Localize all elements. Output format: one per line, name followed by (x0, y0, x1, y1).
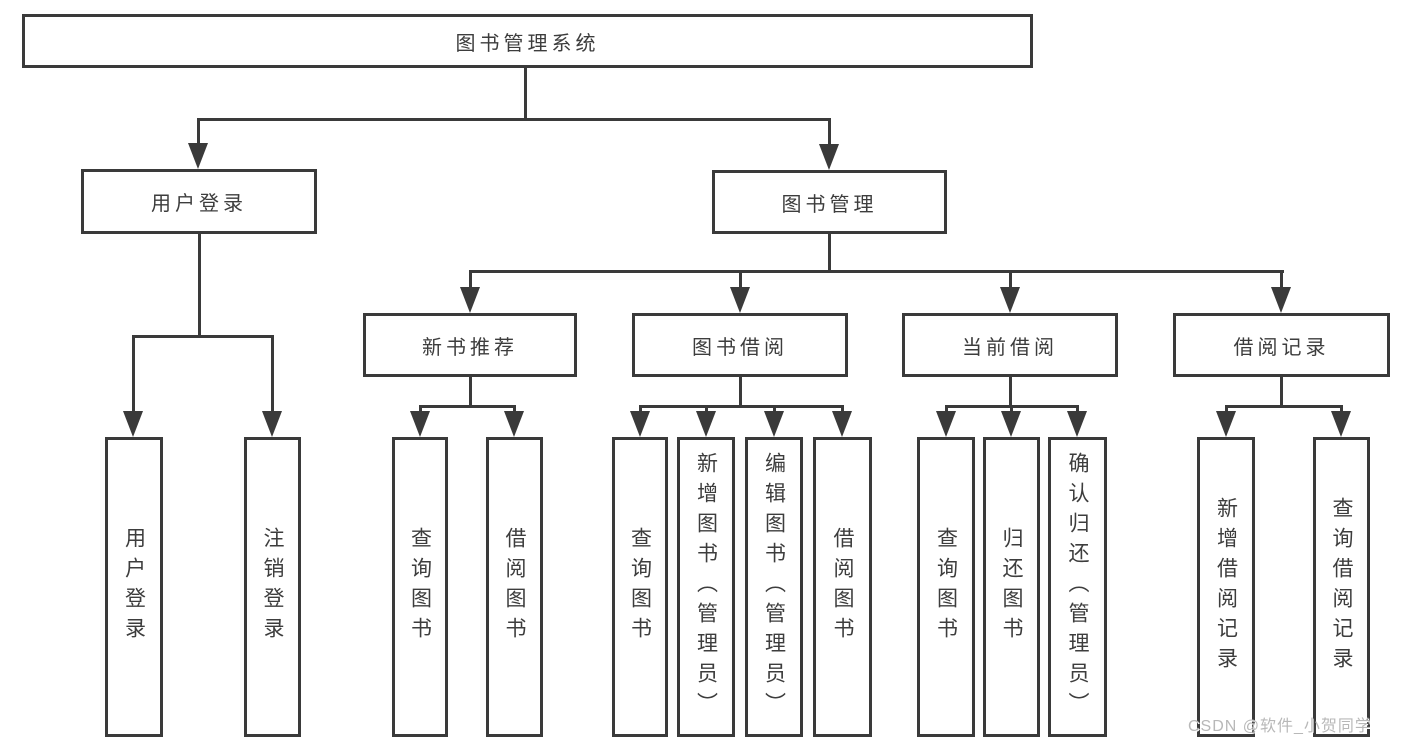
arrowhead-icon (936, 411, 956, 437)
node-borrowing-records-box: 借阅记录 (1173, 313, 1390, 377)
connector-drop (841, 405, 844, 413)
leaf-query-borrow-record-label: 查询借阅记录 (1330, 497, 1353, 677)
leaf-add-borrow-record-box: 新增借阅记录 (1197, 437, 1255, 737)
arrowhead-icon (504, 411, 524, 437)
node-user-login-box: 用户登录 (81, 169, 317, 234)
connector-bookmgmt-rail (469, 270, 1284, 273)
connector-drop (271, 335, 274, 413)
connector-drop (419, 405, 422, 413)
leaf-edit-books-admin-label: 编辑图书（管理员） (762, 452, 786, 722)
connector-drop (828, 118, 831, 147)
node-library-system-label: 图书管理系统 (455, 32, 600, 55)
leaf-borrow-query-books-box: 查询图书 (612, 437, 668, 737)
connector-drop (739, 270, 742, 289)
leaf-add-books-admin-box: 新增图书（管理员） (677, 437, 735, 737)
connector-drop (705, 405, 708, 413)
connector-borrow-rail (639, 405, 843, 408)
arrowhead-icon (262, 411, 282, 437)
node-book-management-box: 图书管理 (712, 170, 947, 234)
leaf-current-query-books-box: 查询图书 (917, 437, 975, 737)
node-library-system-box: 图书管理系统 (22, 14, 1033, 68)
arrowhead-icon (1067, 411, 1087, 437)
node-book-management-label: 图书管理 (781, 193, 878, 216)
node-current-borrowing-label: 当前借阅 (962, 336, 1058, 359)
connector-root-stem (524, 68, 527, 121)
arrowhead-icon (188, 143, 208, 169)
leaf-edit-books-admin-box: 编辑图书（管理员） (745, 437, 803, 737)
node-current-borrowing-box: 当前借阅 (902, 313, 1118, 377)
connector-recommend-rail (419, 405, 516, 408)
connector-drop (639, 405, 642, 413)
leaf-user-login-box: 用户登录 (105, 437, 163, 737)
arrowhead-icon (123, 411, 143, 437)
leaf-recommend-borrow-books-box: 借阅图书 (486, 437, 543, 737)
leaf-confirm-return-admin-label: 确认归还（管理员） (1066, 452, 1089, 722)
arrowhead-icon (832, 411, 852, 437)
leaf-confirm-return-admin-box: 确认归还（管理员） (1048, 437, 1107, 737)
leaf-recommend-borrow-books-label: 借阅图书 (503, 527, 526, 647)
connector-drop (773, 405, 776, 413)
leaf-borrow-query-books-label: 查询图书 (628, 527, 652, 647)
leaf-return-books-box: 归还图书 (983, 437, 1040, 737)
connector-drop (1010, 405, 1013, 413)
leaf-query-borrow-record-box: 查询借阅记录 (1313, 437, 1370, 737)
connector-drop (1009, 270, 1012, 289)
node-user-login-label: 用户登录 (151, 193, 247, 215)
node-book-borrowing-box: 图书借阅 (632, 313, 848, 377)
connector-drop (469, 270, 472, 289)
arrowhead-icon (1331, 411, 1351, 437)
leaf-user-login-label: 用户登录 (122, 527, 146, 647)
connector-drop (132, 335, 135, 413)
csdn-watermark: CSDN @软件_小贺同学 (1188, 718, 1372, 735)
leaf-add-books-admin-label: 新增图书（管理员） (694, 452, 718, 722)
node-book-borrowing-label: 图书借阅 (692, 336, 788, 359)
leaf-borrow-books-box: 借阅图书 (813, 437, 872, 737)
arrowhead-icon (1216, 411, 1236, 437)
node-borrowing-records-label: 借阅记录 (1233, 336, 1330, 359)
connector-drop (513, 405, 516, 413)
connector-root-rail (197, 118, 830, 121)
arrowhead-icon (630, 411, 650, 437)
connector-records-stem (1280, 377, 1283, 407)
connector-drop (1340, 405, 1343, 413)
connector-recommend-stem (469, 377, 472, 407)
arrowhead-icon (1000, 287, 1020, 313)
leaf-logout-box: 注销登录 (244, 437, 301, 737)
connector-userlogin-stem (198, 234, 201, 337)
connector-bookmgmt-stem (828, 234, 831, 273)
connector-borrow-stem (739, 377, 742, 407)
arrowhead-icon (1271, 287, 1291, 313)
leaf-return-books-label: 归还图书 (1000, 527, 1023, 647)
connector-drop (1076, 405, 1079, 413)
arrowhead-icon (410, 411, 430, 437)
leaf-add-borrow-record-label: 新增借阅记录 (1214, 497, 1238, 677)
connector-records-rail (1225, 405, 1342, 408)
leaf-recommend-query-books-label: 查询图书 (408, 527, 432, 647)
connector-drop (1225, 405, 1228, 413)
arrowhead-icon (460, 287, 480, 313)
node-new-book-recommendation-box: 新书推荐 (363, 313, 577, 377)
arrowhead-icon (696, 411, 716, 437)
leaf-logout-label: 注销登录 (261, 527, 284, 647)
node-new-book-recommendation-label: 新书推荐 (422, 336, 518, 359)
leaf-recommend-query-books-box: 查询图书 (392, 437, 448, 737)
arrowhead-icon (819, 144, 839, 170)
connector-userlogin-rail (132, 335, 274, 338)
connector-drop (1280, 270, 1283, 289)
arrowhead-icon (730, 287, 750, 313)
arrowhead-icon (1001, 411, 1021, 437)
leaf-current-query-books-label: 查询图书 (934, 527, 958, 647)
connector-drop (197, 118, 200, 146)
connector-drop (945, 405, 948, 413)
connector-current-stem (1009, 377, 1012, 407)
leaf-borrow-books-label: 借阅图书 (831, 527, 854, 647)
arrowhead-icon (764, 411, 784, 437)
